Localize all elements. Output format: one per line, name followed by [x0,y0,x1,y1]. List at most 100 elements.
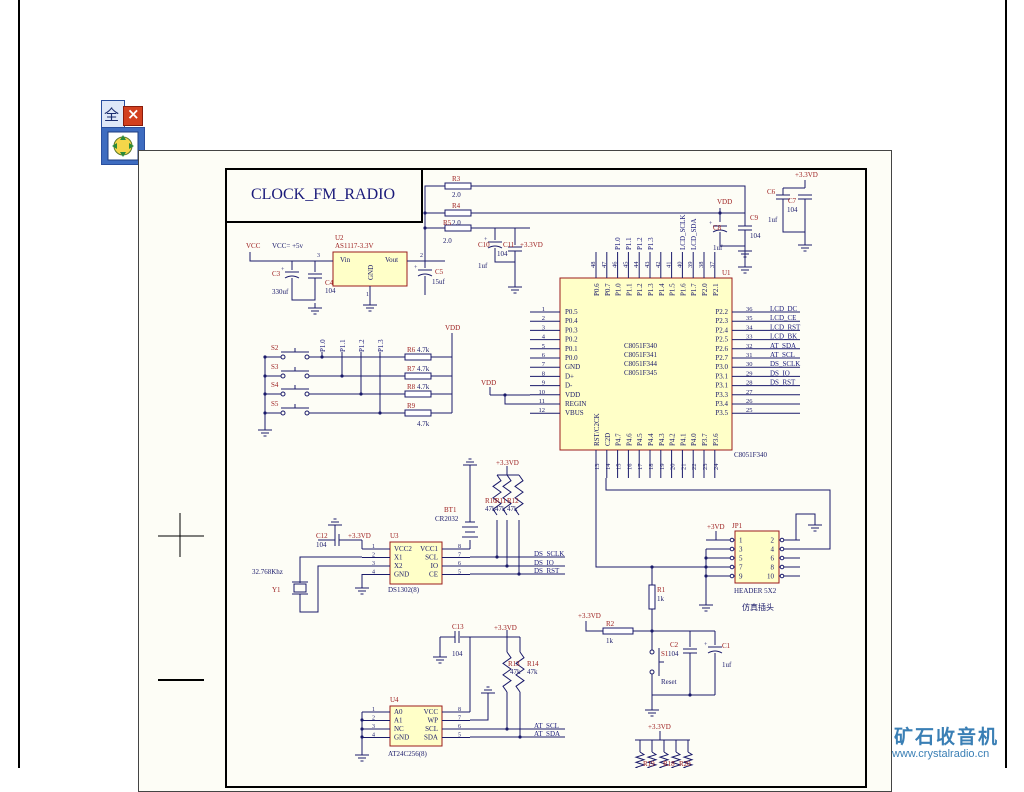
switch-contact [304,391,310,397]
net-label: LCD_DC [770,305,798,313]
part-ref: R5 [443,219,452,227]
net-label: LCD_SDA [690,218,698,250]
wire [424,185,445,261]
net-label: AT_SDA [770,342,796,350]
mcu-pin-number: 28 [746,380,753,387]
part-ref: C6 [767,188,776,196]
watermark: 矿石收音机 www.crystalradio.cn [888,722,1024,768]
polarity-mark: + [484,237,488,243]
pan-tool-button[interactable] [101,127,145,165]
eeprom-pin-name: GND [394,734,409,742]
net-label: LCD_RST [770,323,801,331]
rtc-pin-number: 8 [458,544,461,550]
eeprom-pin-number: 6 [458,724,461,730]
close-button[interactable]: × [123,105,143,126]
eeprom-pin-name: A0 [394,708,403,716]
part-value: 2.0 [452,191,461,199]
part-ref: R1 [657,586,666,594]
mcu-pin-number: 45 [622,262,629,269]
regulator-pin-number: 2 [420,253,423,259]
rtc-ref: U3 [390,532,399,540]
mcu-pin-name: P2.2 [715,308,728,316]
mcu-pin-name: P3.1 [715,372,728,380]
mcu-pin-name: P3.1 [715,382,728,390]
rtc-pin-number: 7 [458,553,461,559]
part-ref: R4 [452,202,461,210]
part-value: 104 [787,206,798,214]
mcu-pin-name: P2.7 [715,354,728,362]
eeprom-pin-name: WP [428,717,439,725]
header-pin-dot [779,564,785,570]
net-label: P1.0 [614,237,622,250]
mcu-pin-name: P4.6 [625,433,633,446]
mcu-pin-number: 47 [601,261,608,268]
mcu-pin-number: 23 [702,464,709,471]
net-label: VDD [481,379,496,387]
part-ref: R11 [495,497,507,505]
part-value: 330uf [272,288,289,296]
mcu-pin-number: 42 [655,262,662,269]
mcu-part-label: C8051F340 [734,451,768,459]
rtc-pin-name: VCC1 [420,545,438,553]
mcu-pin-number: 34 [746,324,753,331]
schematic-title: CLOCK_FM_RADIO [250,185,395,203]
part-value: 2.0 [443,237,452,245]
header-pin-number: 7 [739,564,743,572]
net-label: +3.3VD [795,171,818,179]
part-value: 1uf [768,216,778,224]
mcu-pin-name: P2.3 [715,317,728,325]
header-pin-number: 9 [739,573,743,581]
part-ref: C10 [478,241,490,249]
mcu-pin-name: D+ [565,372,574,380]
wire [470,698,489,721]
mcu-pin-name: P4.7 [615,433,623,446]
header-pin-dot [779,573,785,579]
net-label: VCC= +5v [272,242,304,250]
switch-contact [304,410,310,416]
eeprom-pin-number: 1 [372,707,375,713]
mcu-pin-name: GND [565,363,580,371]
mcu-pin-name: P1.5 [669,283,677,296]
part-value: 4.7k [417,383,430,391]
mcu-pin-name: P1.0 [615,283,623,296]
part-ref: R10 [485,497,497,505]
net-label: P1.1 [339,339,347,352]
mcu-pin-name: REGIN [565,400,586,408]
capacitor-c1 [707,650,723,654]
mcu-pin-number: 17 [637,463,644,470]
eeprom-pin-number: 4 [372,733,375,739]
part-ref: R20 [679,760,691,768]
part-ref: Y1 [272,586,281,594]
rtc-part: DS1302(8) [388,586,420,594]
switch-ref: S5 [271,400,279,408]
header-caption: 仿真插头 [742,602,774,612]
mcu-pin-number: 24 [713,463,720,470]
mcu-u1: U1C8051F340C8051F341C8051F344C8051F345C8… [481,215,831,568]
capacitor-c3 [284,275,300,279]
mcu-pin-number: 38 [698,262,705,269]
switch-contact [280,354,286,360]
switch-label: Reset [661,678,677,686]
net-label: P1.3 [647,237,655,250]
junction-dot [360,735,364,739]
header-pin-dot [729,555,735,561]
part-value: 104 [750,232,761,240]
eeprom-pin-number: 3 [372,724,375,730]
mcu-model-label: C8051F340 [624,342,658,350]
mcu-pin-name: VBUS [565,409,584,417]
header-pin-number: 4 [771,546,775,554]
mcu-pin-name: P1.1 [625,283,633,296]
junction-dot [518,735,522,739]
switch-ref: S2 [271,344,279,352]
part-ref: C1 [722,642,731,650]
mcu-pin-name: P0.0 [565,354,578,362]
eeprom-body [389,705,443,747]
net-label: VDD [717,198,732,206]
switch-contact [280,391,286,397]
part-ref: C9 [750,214,759,222]
part-ref: R13 [508,660,520,668]
title-block: CLOCK_FM_RADIO [225,168,423,223]
